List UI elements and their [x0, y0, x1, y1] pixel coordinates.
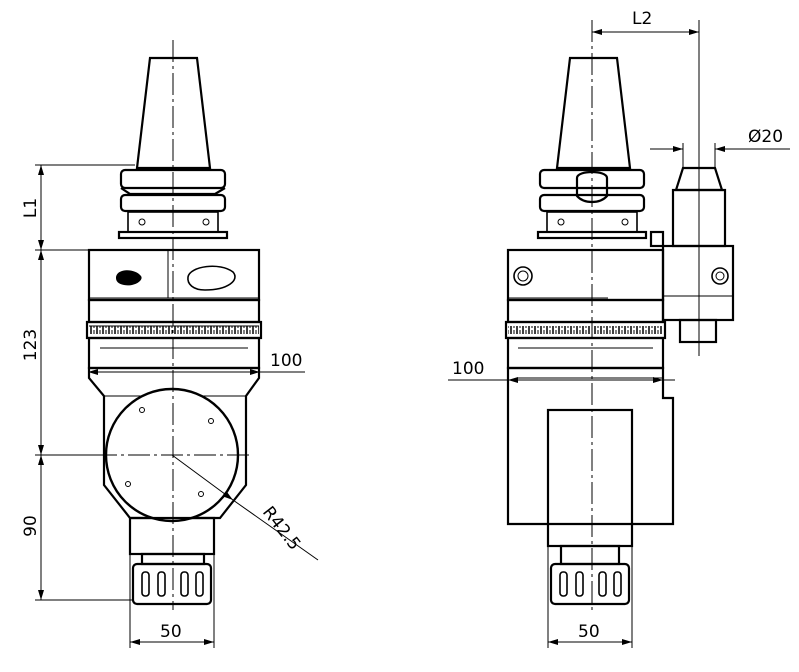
dim-50-left: 50 — [129, 518, 215, 648]
dim-r42-5-label: R42.5 — [258, 503, 304, 554]
left-collet — [128, 516, 216, 606]
dim-100-left-label: 100 — [270, 351, 302, 371]
dim-100-left: 100 — [88, 351, 305, 375]
dim-90: 90 — [21, 455, 133, 601]
dim-100-right-label: 100 — [452, 359, 484, 379]
right-stop-arm — [649, 150, 735, 356]
dim-l1: L1 — [21, 164, 135, 251]
right-head-screw — [513, 266, 533, 286]
dim-50-right: 50 — [547, 546, 633, 648]
dim-50-left-label: 50 — [160, 622, 182, 642]
left-dark-slot — [116, 270, 142, 286]
dim-l2-label: L2 — [632, 9, 652, 29]
left-knurled-ring — [85, 298, 263, 370]
dim-50-right-label: 50 — [578, 622, 600, 642]
dim-123-label: 123 — [21, 329, 41, 361]
dim-l1-label: L1 — [21, 198, 41, 218]
left-head-body — [87, 248, 261, 302]
dim-d20-label: Ø20 — [748, 127, 783, 147]
right-view: L2 Ø20 100 50 — [448, 9, 790, 648]
right-taper — [555, 56, 632, 170]
right-lower-body — [506, 366, 675, 548]
left-taper — [135, 56, 212, 170]
dim-l2: L2 — [592, 9, 700, 168]
dim-100-right: 100 — [448, 359, 675, 383]
dim-123: 123 — [21, 250, 95, 456]
left-view: L1 123 90 100 R42.5 — [21, 40, 319, 648]
left-open-slot — [187, 265, 236, 291]
dim-90-label: 90 — [21, 515, 41, 537]
right-collet — [549, 544, 631, 606]
right-head-body — [504, 248, 667, 370]
dim-d20: Ø20 — [650, 127, 790, 168]
